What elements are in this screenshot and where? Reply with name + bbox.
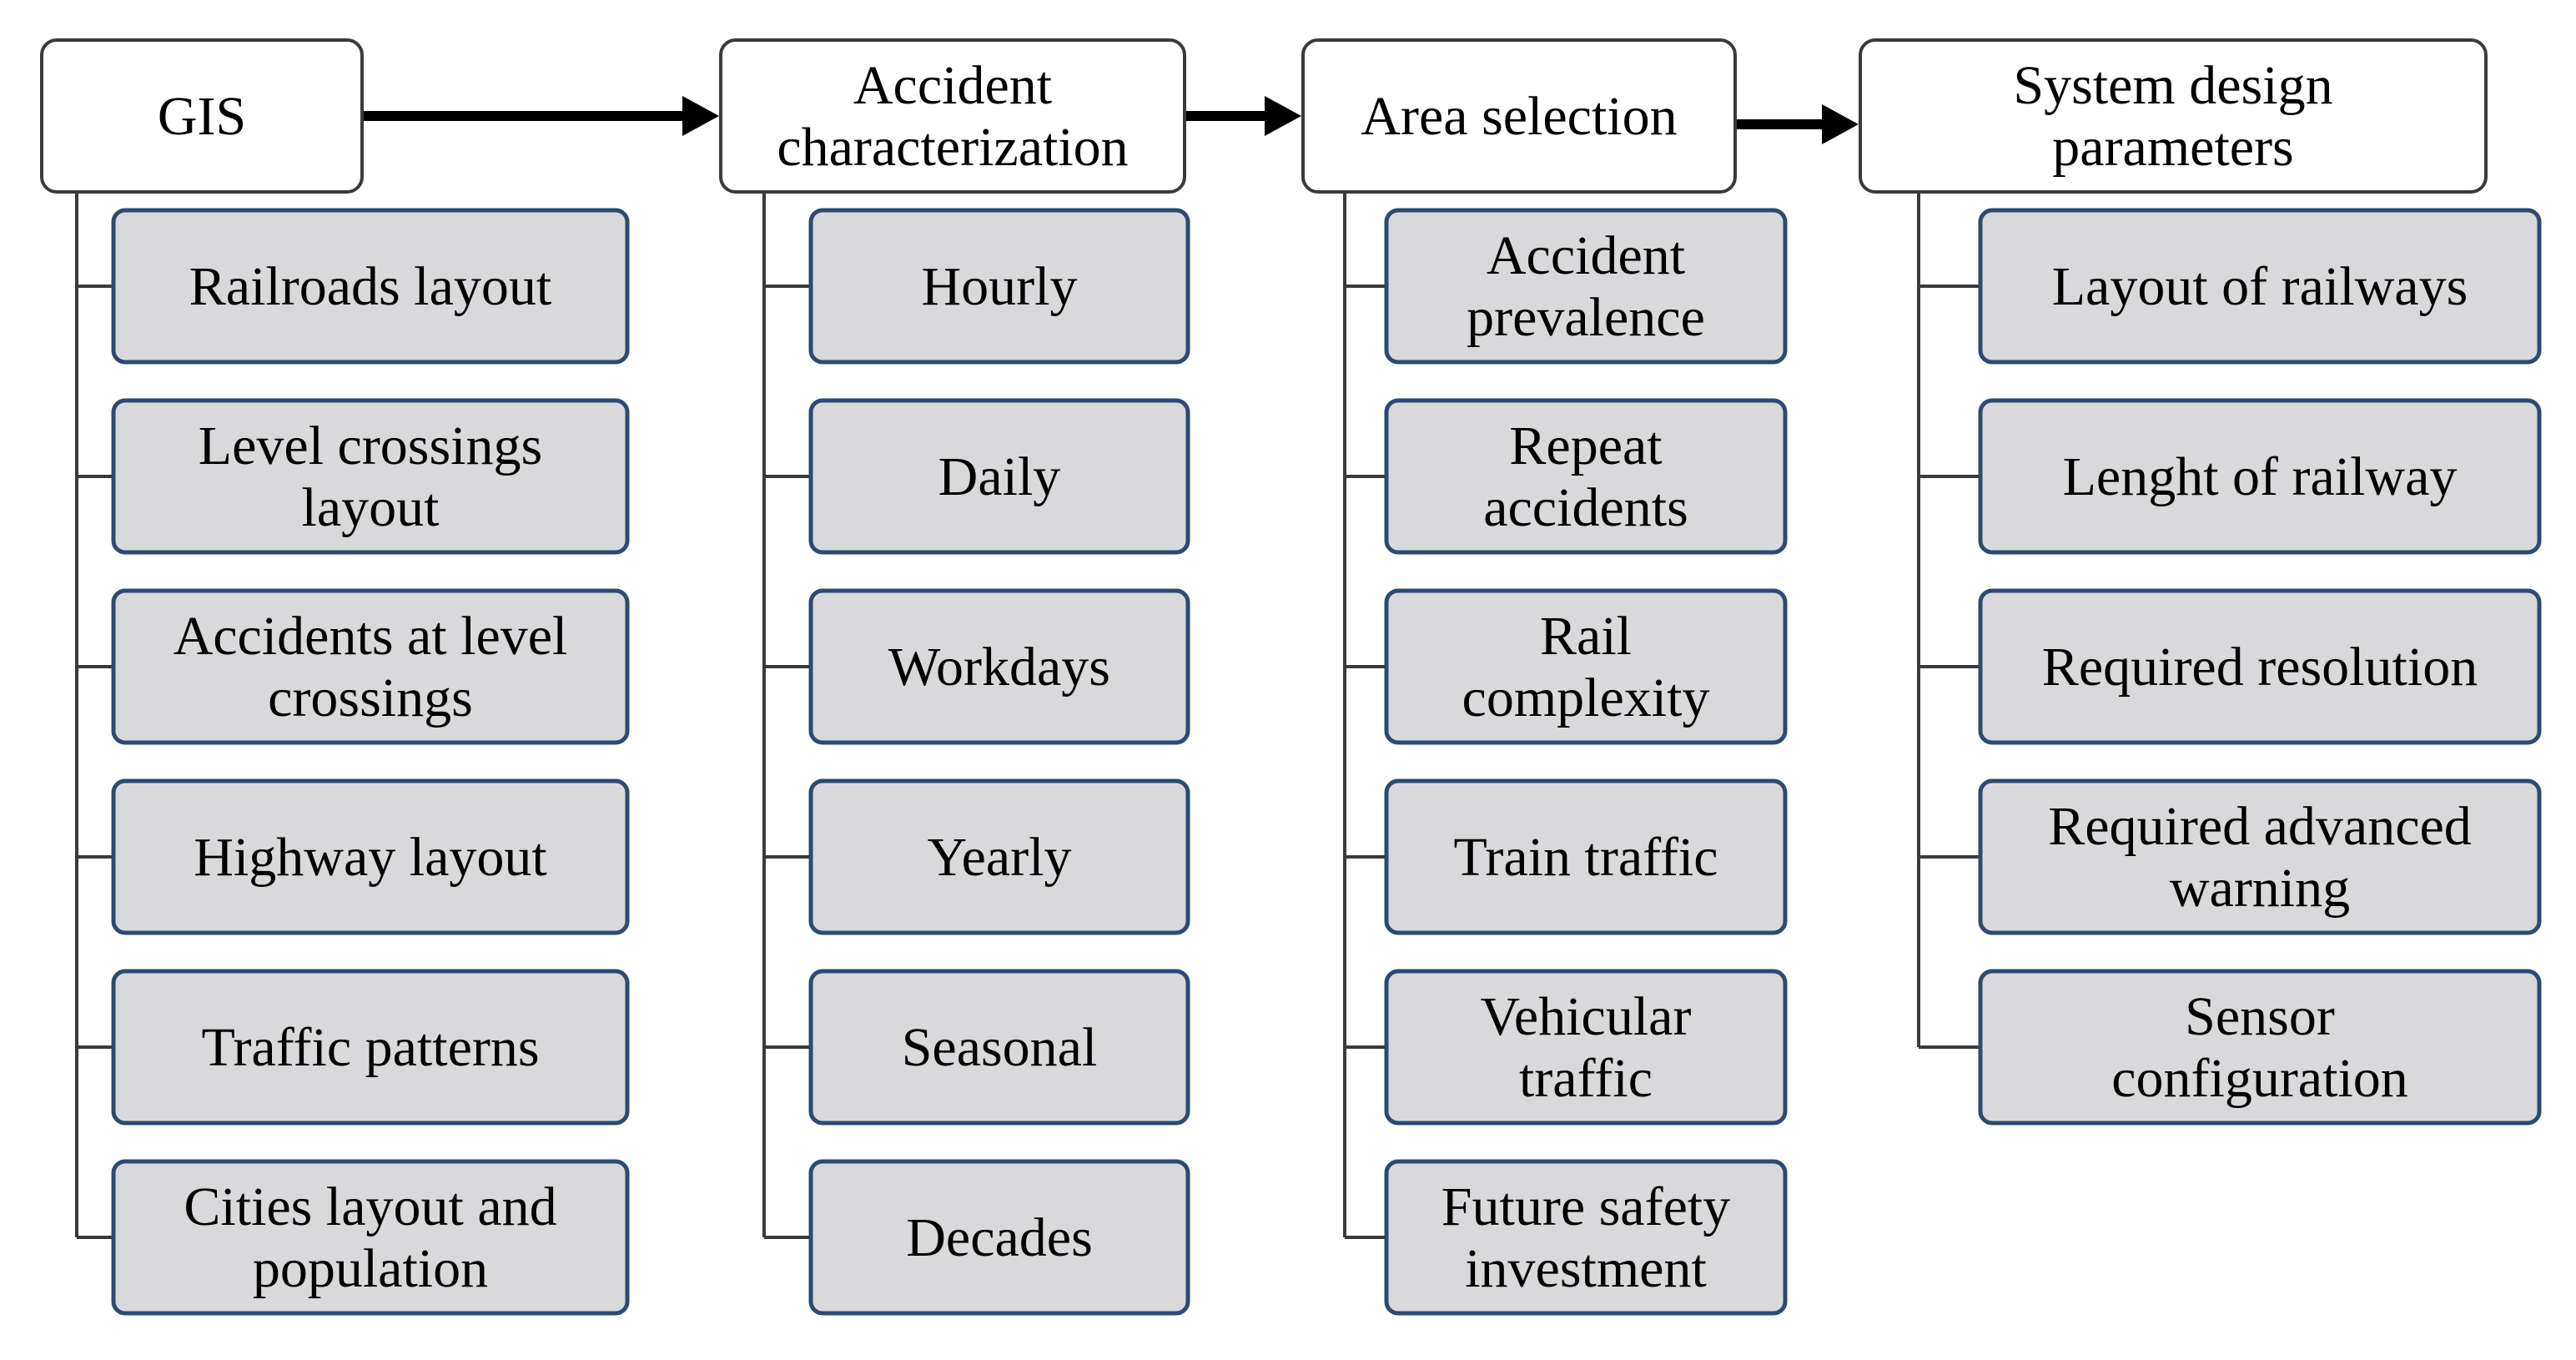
col-1-header-label-line-1: GIS <box>158 86 246 147</box>
col-4-item-box-1 <box>1978 208 2542 365</box>
col-3-item-2-label-line-2: accidents <box>1483 477 1688 538</box>
col-4-header-box <box>1859 38 2488 194</box>
col-3-item-6-label-line-2: investment <box>1465 1238 1707 1299</box>
col-4-item-box-3 <box>1978 588 2542 745</box>
col-2-header-label-line-2: characterization <box>777 117 1128 178</box>
col-1-header-box <box>40 38 364 194</box>
col-4-item-5-label-line-2: configuration <box>2111 1048 2408 1109</box>
col-1-item-box-6 <box>111 1159 630 1316</box>
col-4-item-2-label-line-1: Lenght of railway <box>2063 446 2458 507</box>
col-3-item-4-label-line-1: Train traffic <box>1453 827 1718 888</box>
col-3-item-3-label-line-1: Rail <box>1540 606 1632 667</box>
col-2-item-6-label-line-1: Decades <box>906 1207 1093 1268</box>
col-3-item-6-label-line-1: Future safety <box>1441 1176 1730 1237</box>
col-1-item-2-label-line-1: Level crossings <box>199 416 542 476</box>
col-4-item-5-label-line-1: Sensor <box>2185 986 2335 1047</box>
col-1-item-box-3 <box>111 588 630 745</box>
col-4-header-label-line-1: System design <box>2013 55 2332 116</box>
col-1-item-1-label-line-1: Railroads layout <box>189 256 551 317</box>
flow-arrow-2-head-icon <box>1265 96 1301 136</box>
col-3-item-1-label-line-2: prevalence <box>1467 287 1705 348</box>
col-3-item-5-label-line-1: Vehicular <box>1481 986 1692 1047</box>
col-1-item-box-5 <box>111 969 630 1126</box>
col-4-item-1-label-line-1: Layout of railways <box>2052 256 2468 317</box>
col-3-header-box <box>1301 38 1737 194</box>
col-4-item-box-2 <box>1978 398 2542 555</box>
col-1-item-6-label-line-2: population <box>253 1238 488 1299</box>
col-3-item-box-5 <box>1384 969 1788 1126</box>
col-1-item-box-2 <box>111 398 630 555</box>
col-3-item-box-2 <box>1384 398 1788 555</box>
col-1-item-6-label-line-1: Cities layout and <box>184 1176 556 1237</box>
col-2-item-box-2 <box>808 398 1190 555</box>
col-2-item-box-4 <box>808 778 1190 935</box>
col-2-item-box-1 <box>808 208 1190 365</box>
col-1-item-box-1 <box>111 208 630 365</box>
col-4-item-4-label-line-1: Required advanced <box>2048 796 2472 857</box>
col-3-item-1-label-line-1: Accident <box>1487 225 1685 286</box>
col-2-item-5-label-line-1: Seasonal <box>902 1017 1098 1078</box>
flow-arrow-3-head-icon <box>1822 104 1859 144</box>
col-1-item-3-label-line-2: crossings <box>268 667 473 728</box>
col-2-item-3-label-line-1: Workdays <box>888 637 1110 698</box>
col-2-item-4-label-line-1: Yearly <box>928 827 1072 888</box>
col-1-item-5-label-line-1: Traffic patterns <box>201 1017 539 1078</box>
col-3-item-box-3 <box>1384 588 1788 745</box>
col-2-item-1-label-line-1: Hourly <box>922 256 1078 317</box>
col-2-item-box-3 <box>808 588 1190 745</box>
col-3-item-2-label-line-1: Repeat <box>1509 416 1662 476</box>
col-3-item-box-1 <box>1384 208 1788 365</box>
col-1-item-3-label-line-1: Accidents at level <box>174 606 568 667</box>
col-4-header-label-line-2: parameters <box>2052 117 2294 178</box>
col-3-header-label-line-1: Area selection <box>1361 86 1677 147</box>
col-1-item-box-4 <box>111 778 630 935</box>
col-2-header-box <box>719 38 1186 194</box>
flow-arrow-1-head-icon <box>682 96 719 136</box>
col-2-header-label-line-1: Accident <box>853 55 1052 116</box>
col-4-item-box-5 <box>1978 969 2542 1126</box>
col-3-item-3-label-line-2: complexity <box>1462 667 1710 728</box>
col-3-item-box-4 <box>1384 778 1788 935</box>
col-2-item-2-label-line-1: Daily <box>938 446 1061 507</box>
col-4-item-3-label-line-1: Required resolution <box>2042 637 2478 698</box>
col-3-item-box-6 <box>1384 1159 1788 1316</box>
col-4-item-box-4 <box>1978 778 2542 935</box>
col-1-item-2-label-line-2: layout <box>302 477 440 538</box>
col-4-item-4-label-line-2: warning <box>2170 858 2350 919</box>
col-2-item-box-5 <box>808 969 1190 1126</box>
col-3-item-5-label-line-2: traffic <box>1519 1048 1653 1109</box>
col-1-item-4-label-line-1: Highway layout <box>194 827 546 888</box>
col-2-item-box-6 <box>808 1159 1190 1316</box>
